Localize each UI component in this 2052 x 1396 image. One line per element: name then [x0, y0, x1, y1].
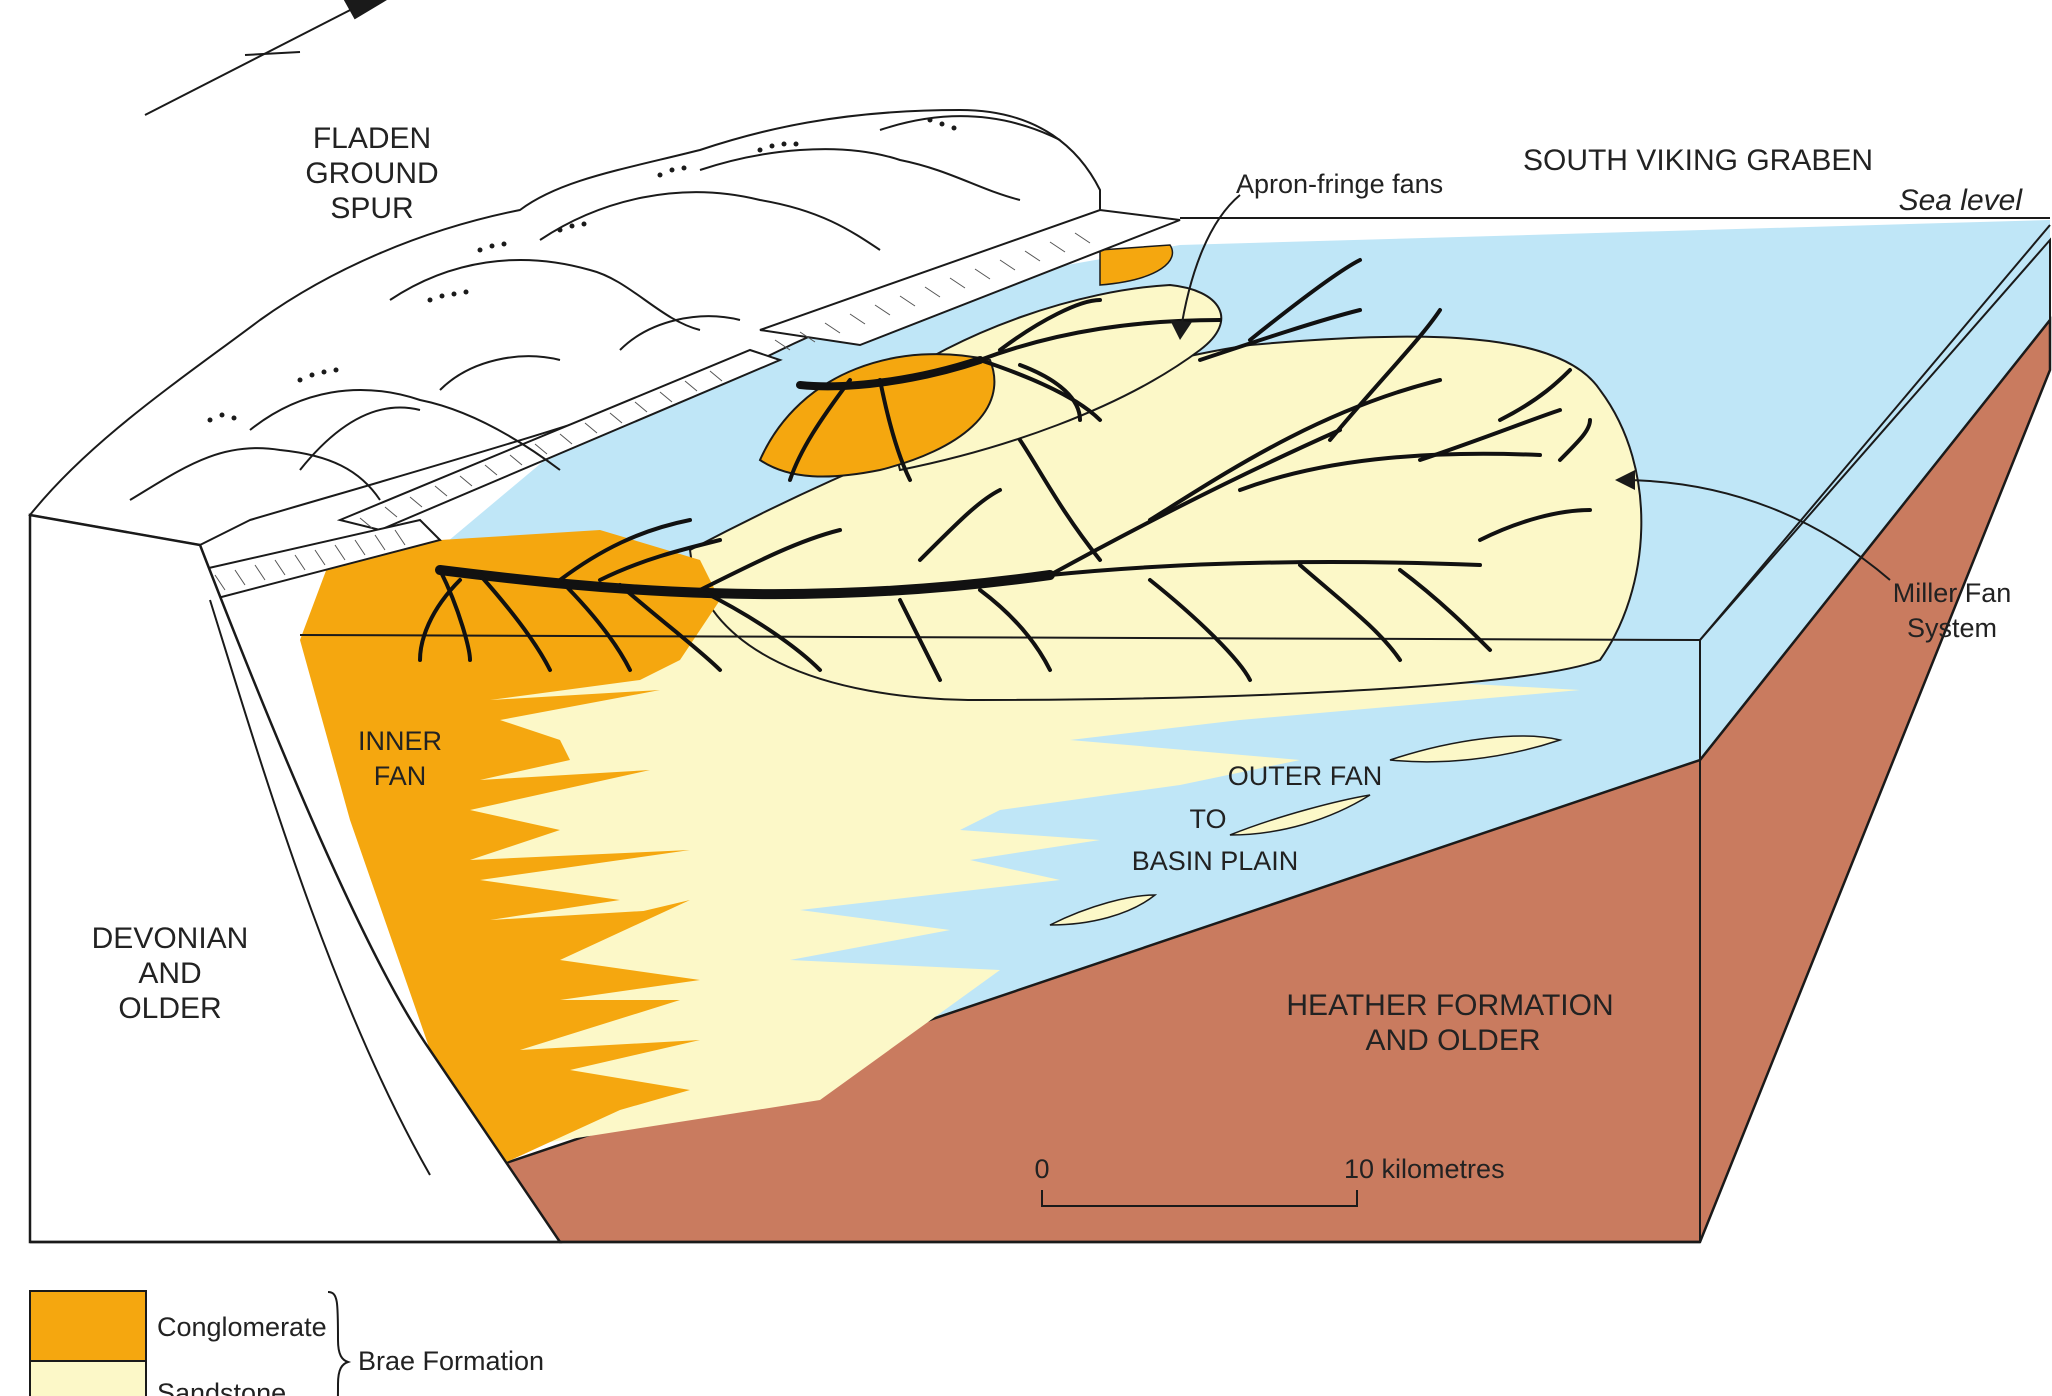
legend-label-conglomerate: Conglomerate — [157, 1312, 327, 1342]
terrace-strip-2 — [336, 348, 783, 532]
apron-conglomerate-small — [1099, 244, 1174, 286]
north-arrow-icon — [144, 0, 387, 116]
inner-fan-conglomerate — [300, 530, 720, 1165]
label-devonian-1: DEVONIAN — [92, 922, 249, 955]
scale-bar: 0 10 kilometres — [1034, 1154, 1505, 1207]
legend-label-sandstone: Sandstone — [157, 1378, 286, 1396]
terrace-strip-1 — [759, 208, 1181, 347]
sand-lens-3 — [1049, 894, 1158, 926]
miller-arrowhead — [1615, 470, 1635, 490]
stipple-dots — [207, 117, 957, 423]
label-inner-fan-1: INNER — [358, 726, 442, 756]
apron-arrow — [1179, 194, 1241, 336]
upper-conglomerate-fan — [758, 353, 996, 478]
devonian-face — [28, 513, 563, 1244]
sand-lens-2 — [1229, 794, 1371, 836]
label-outer-fan-1: OUTER FAN — [1228, 761, 1383, 791]
channel-network — [418, 258, 1592, 682]
legend-brace — [327, 1291, 352, 1396]
scale-start: 0 — [1034, 1154, 1049, 1184]
label-devonian-3: OLDER — [118, 992, 221, 1025]
legend: Conglomerate Sandstone Brae Formation — [29, 1290, 544, 1396]
label-outer-fan-3: BASIN PLAIN — [1132, 846, 1299, 876]
label-apron: Apron-fringe fans — [1236, 169, 1443, 199]
label-fladen-2: GROUND — [305, 157, 438, 190]
hill-outlines — [129, 115, 1061, 501]
label-sea-level: Sea level — [1899, 184, 2024, 217]
label-miller-1: Miller Fan — [1893, 578, 2012, 608]
legend-group-label: Brae Formation — [358, 1346, 544, 1376]
label-miller-2: System — [1907, 613, 1997, 643]
sand-lens-1 — [1389, 735, 1563, 763]
label-fladen-3: SPUR — [330, 192, 413, 225]
devonian-inner-edge — [209, 599, 431, 1176]
label-heather-2: AND OLDER — [1365, 1024, 1540, 1057]
apron-arrowhead — [1170, 320, 1192, 340]
terrace-hatching — [214, 232, 1091, 591]
legend-swatch-conglomerate — [29, 1290, 147, 1362]
scale-end: 10 kilometres — [1344, 1154, 1505, 1184]
label-heather-1: HEATHER FORMATION — [1286, 989, 1613, 1022]
label-outer-fan-2: TO — [1189, 804, 1226, 834]
label-inner-fan-2: FAN — [374, 761, 427, 791]
label-devonian-2: AND — [138, 957, 201, 990]
label-south-viking: SOUTH VIKING GRABEN — [1523, 144, 1873, 177]
legend-swatch-sandstone — [29, 1360, 147, 1396]
label-fladen-1: FLADEN — [313, 122, 431, 155]
miller-arrow — [1619, 479, 1891, 581]
